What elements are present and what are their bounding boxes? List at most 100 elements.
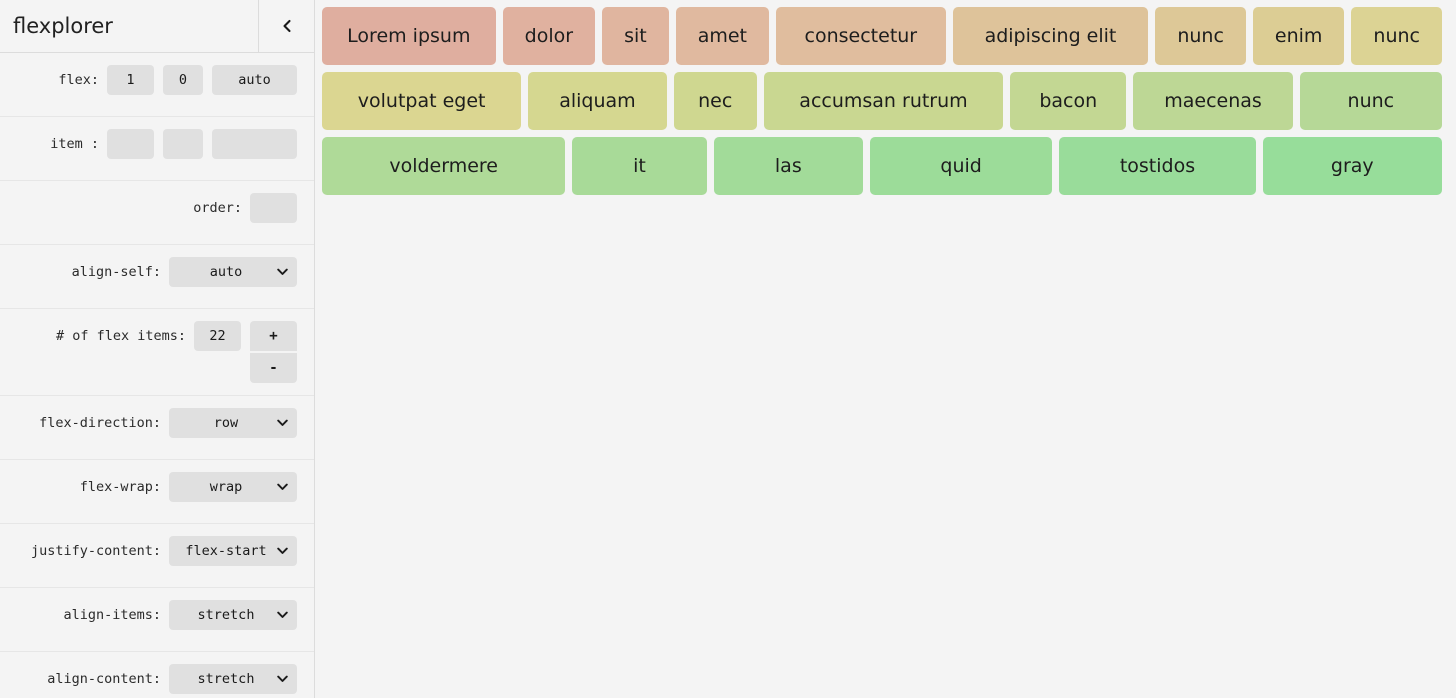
flex-item-label: tostidos [1119,155,1196,177]
flex-grow-input[interactable] [107,65,154,95]
align-self-select[interactable]: autoflex-startflex-endcenterbaselinestre… [169,257,297,287]
label-order: order: [193,200,242,216]
flex-item-label: maecenas [1164,90,1262,112]
increment-button[interactable]: + [250,321,297,351]
flex-item[interactable]: nec [673,72,757,130]
label-flex-item-count: # of flex items: [55,328,186,344]
flex-wrap-select[interactable]: nowrapwrapwrap-reverse [169,472,297,502]
flex-item[interactable]: nunc [1155,7,1246,65]
fields-flex-item-count: +- [194,321,297,383]
flex-item[interactable]: tostidos [1059,137,1256,195]
control-row-order: order: [0,181,314,245]
align-content-select-wrap: flex-startflex-endcenterspace-betweenspa… [169,664,297,694]
page-title: flexplorer [13,13,113,38]
control-row-flex: flex: [0,53,314,117]
flex-item-count-stepper: +- [250,321,297,383]
item-shrink-input[interactable] [163,129,203,159]
flex-item[interactable]: Lorem ipsum [322,7,496,65]
flex-item[interactable]: dolor [502,7,596,65]
decrement-button[interactable]: - [250,353,297,383]
flex-item-label: nunc [1347,90,1395,112]
flex-item[interactable]: nunc [1351,7,1442,65]
flex-item-label: volutpat eget [357,90,486,112]
control-row-flex-wrap: flex-wrap: nowrapwrapwrap-reverse [0,460,314,524]
label-flex-wrap: flex-wrap: [79,479,161,495]
label-align-items: align-items: [63,607,161,623]
flex-container: Lorem ipsum dolor sit amet consectetur adipis… [315,0,1456,209]
align-self-select-wrap: autoflex-startflex-endcenterbaselinestre… [169,257,297,287]
flex-item-label: amet [697,25,747,47]
item-grow-input[interactable] [107,129,154,159]
order-input[interactable] [250,193,297,223]
flex-item[interactable]: maecenas [1133,72,1293,130]
flex-item[interactable]: nunc [1299,72,1442,130]
chevron-left-icon[interactable] [258,0,314,53]
flex-item[interactable]: voldermere [322,137,566,195]
flex-item[interactable]: quid [869,137,1053,195]
control-row-flex-direction: flex-direction: rowrow-reversecolumncolum… [0,396,314,460]
fields-flex [107,65,297,95]
sidebar-controls: flex: item : order: align-self: autoflex-sta… [0,53,314,698]
label-flex-direction: flex-direction: [39,415,161,431]
justify-content-select-wrap: flex-startflex-endcenterspace-betweenspa… [169,536,297,566]
sidebar-header: flexplorer [0,0,314,53]
align-items-select-wrap: flex-startflex-endcenterbaselinestretch [169,600,297,630]
flex-item-label: adipiscing elit [984,25,1117,47]
flex-preview-area: Lorem ipsum dolor sit amet consectetur adipis… [315,0,1456,698]
flex-item-label: voldermere [389,155,498,177]
flex-item[interactable]: accumsan rutrum [763,72,1004,130]
flex-item-label: enim [1274,25,1323,47]
label-justify-content: justify-content: [30,543,161,559]
flex-item-label: nunc [1177,25,1224,47]
flex-item[interactable]: gray [1262,137,1442,195]
flex-shrink-input[interactable] [163,65,203,95]
flex-direction-select[interactable]: rowrow-reversecolumncolumn-reverse [169,408,297,438]
flex-item-label: aliquam [559,90,636,112]
fields-align-self: autoflex-startflex-endcenterbaselinestre… [169,257,297,287]
flex-basis-input[interactable] [212,65,297,95]
align-items-select[interactable]: flex-startflex-endcenterbaselinestretch [169,600,297,630]
flex-item[interactable]: amet [675,7,769,65]
fields-justify-content: flex-startflex-endcenterspace-betweenspa… [169,536,297,566]
label-align-content: align-content: [47,671,161,687]
flex-item-label: Lorem ipsum [347,25,471,47]
flex-item-label: sit [624,25,647,47]
flex-item-label: nunc [1373,25,1420,47]
align-content-select[interactable]: flex-startflex-endcenterspace-betweenspa… [169,664,297,694]
flex-item[interactable]: sit [602,7,669,65]
flex-item-label: consectetur [804,25,918,47]
flex-wrap-select-wrap: nowrapwrapwrap-reverse [169,472,297,502]
control-row-flex-item-count: # of flex items: +- [0,309,314,396]
fields-order [250,193,297,223]
flex-item[interactable]: bacon [1010,72,1127,130]
flex-item-count-input[interactable] [194,321,241,351]
flex-item[interactable]: enim [1252,7,1345,65]
item-basis-input[interactable] [212,129,297,159]
flex-direction-select-wrap: rowrow-reversecolumncolumn-reverse [169,408,297,438]
label-align-self: align-self: [71,264,161,280]
flex-item[interactable]: adipiscing elit [952,7,1149,65]
flex-item-label: las [774,155,802,177]
control-row-align-items: align-items: flex-startflex-endcenterbase… [0,588,314,652]
fields-flex-wrap: nowrapwrapwrap-reverse [169,472,297,502]
flex-item[interactable]: las [713,137,863,195]
control-sidebar: flexplorer flex:item :order:align-self:a… [0,0,315,698]
fields-item [107,129,297,159]
flex-item[interactable]: aliquam [528,72,667,130]
flex-item-label: nec [698,90,733,112]
fields-align-content: flex-startflex-endcenterspace-betweenspa… [169,664,297,694]
fields-align-items: flex-startflex-endcenterbaselinestretch [169,600,297,630]
control-row-justify-content: justify-content: flex-startflex-endcenter… [0,524,314,588]
control-row-align-content: align-content: flex-startflex-endcentersp… [0,652,314,698]
flex-item-label: it [633,155,646,177]
flex-item[interactable]: volutpat eget [322,72,522,130]
control-row-item: item : [0,117,314,181]
fields-flex-direction: rowrow-reversecolumncolumn-reverse [169,408,297,438]
flex-item-label: gray [1330,155,1374,177]
justify-content-select[interactable]: flex-startflex-endcenterspace-betweenspa… [169,536,297,566]
flex-item[interactable]: it [572,137,707,195]
label-flex: flex: [58,72,99,88]
control-row-align-self: align-self: autoflex-startflex-endcenterb… [0,245,314,309]
flex-item[interactable]: consectetur [776,7,946,65]
